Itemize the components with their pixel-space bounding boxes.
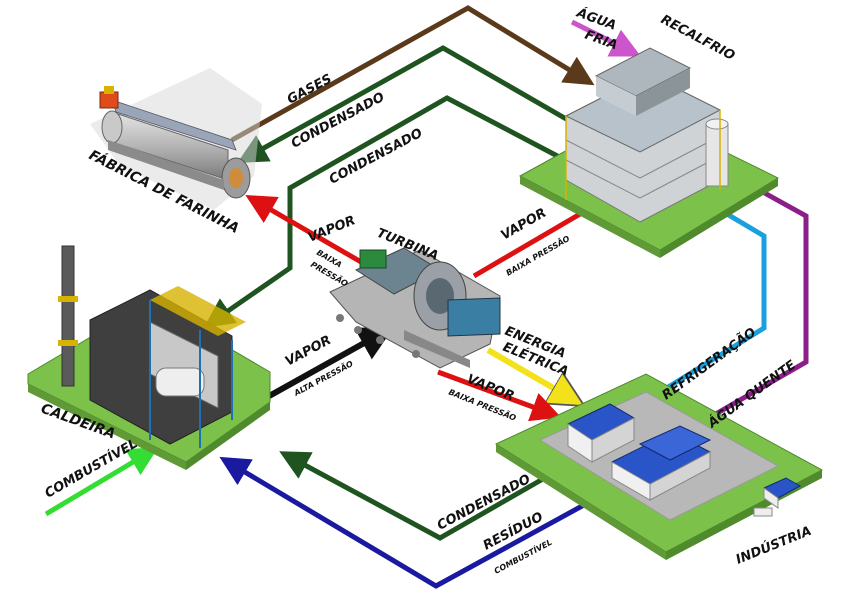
agua-quente-label: ÁGUA QUENTE (704, 357, 799, 432)
combustivel-arrow (44, 446, 159, 517)
flow-arrows (44, 5, 809, 589)
vapor-turbina-arrow (260, 326, 395, 403)
vapor-industria-arrow (437, 369, 562, 422)
condensado-fabrica-arrow (237, 45, 570, 163)
industria-label: INDÚSTRIA (734, 523, 814, 568)
caldeira-plant (27, 245, 271, 470)
condensado-industria-arrow (279, 451, 557, 541)
condensado-caldeira-arrow (203, 95, 567, 328)
residuo-arrow (219, 456, 606, 589)
industria-plant (494, 373, 824, 560)
vapor-fabrica-label: VAPOR (306, 213, 358, 246)
agua-fria-label-1: ÁGUA (574, 4, 619, 33)
turbina (329, 247, 501, 369)
agua-quente-arrow (679, 173, 809, 435)
agua-fria-label-2: FRIA (583, 28, 620, 54)
vapor-fabrica-arrow (245, 194, 370, 269)
energia-arrow (486, 347, 574, 400)
recalfrio-label: RECALFRIO (658, 12, 737, 64)
refrigeracao-arrow (635, 195, 767, 408)
agua-fria-arrow (570, 19, 641, 57)
recalfrio-plant (518, 47, 780, 258)
fabrica-de-farinha (90, 68, 262, 210)
gases-arrow (230, 5, 595, 143)
